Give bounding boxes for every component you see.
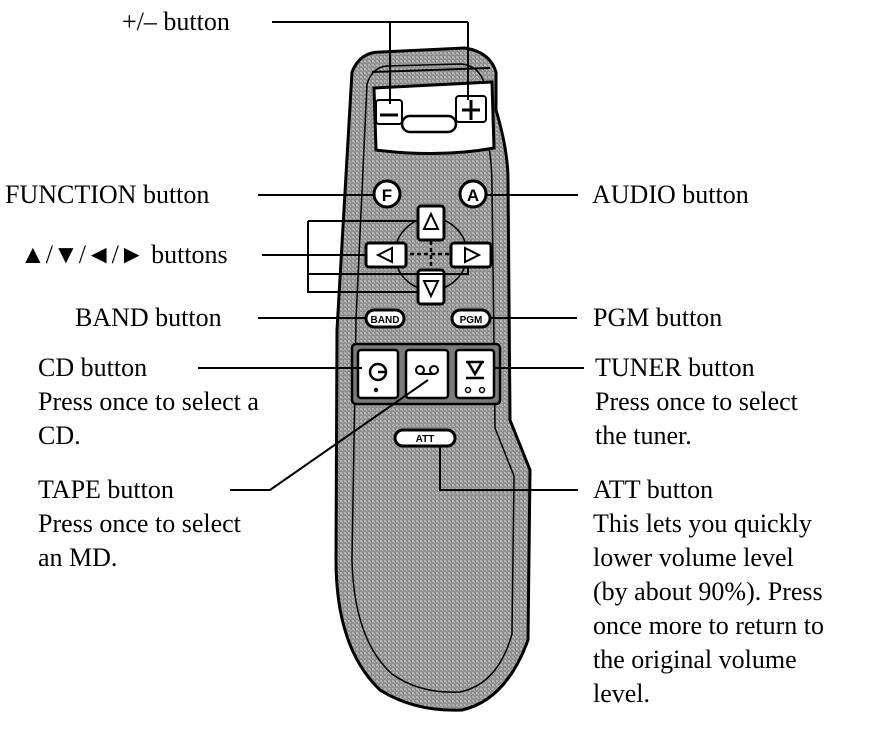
att-text: ATT <box>416 434 435 445</box>
right-arrow-icon <box>464 246 482 264</box>
down-button[interactable] <box>416 268 446 306</box>
label-arrows: ▲/▼/◄/► buttons <box>20 240 228 269</box>
tape-source-button[interactable] <box>404 348 450 400</box>
pgm-text: PGM <box>460 315 483 326</box>
label-cd-desc-1: Press once to select a <box>38 387 259 416</box>
dpad-crosshair <box>410 234 452 272</box>
label-function: FUNCTION button <box>5 180 210 209</box>
label-att-desc-2: lower volume level <box>593 543 794 572</box>
band-button[interactable]: BAND <box>364 308 406 329</box>
label-tape-title: TAPE button <box>38 475 174 504</box>
leader-arrows-right <box>308 266 469 275</box>
down-arrow-icon <box>422 280 440 299</box>
function-letter: F <box>382 186 392 205</box>
label-plus-minus: +/– button <box>122 7 230 36</box>
pgm-button[interactable]: PGM <box>450 308 492 329</box>
label-att-desc-1: This lets you quickly <box>593 509 812 538</box>
leader-lines <box>198 21 584 491</box>
label-pgm: PGM button <box>593 303 723 332</box>
label-tuner-title: TUNER button <box>595 353 755 382</box>
label-tuner-desc-1: Press once to select <box>595 387 798 416</box>
audio-button[interactable]: A <box>458 179 488 209</box>
right-button[interactable] <box>449 241 493 269</box>
left-arrow-icon <box>375 246 393 264</box>
label-att-desc-6: level. <box>593 679 651 708</box>
leader-arrows-bracket <box>307 220 418 293</box>
label-att-desc-3: (by about 90%). Press <box>593 577 823 606</box>
display-top-edge <box>371 67 491 73</box>
leader-tape <box>230 379 429 491</box>
label-tuner-desc-2: the tuner. <box>595 421 692 450</box>
label-tape-desc-2: an MD. <box>38 543 118 572</box>
label-att-title: ATT button <box>593 475 714 504</box>
cd-source-button[interactable] <box>356 348 400 400</box>
function-button[interactable]: F <box>372 179 402 209</box>
label-band: BAND button <box>75 303 222 332</box>
label-att-desc-5: the original volume <box>593 645 797 674</box>
label-audio: AUDIO button <box>592 180 749 209</box>
up-arrow-icon <box>422 211 440 230</box>
tuner-source-button[interactable] <box>454 348 496 400</box>
label-cd-title: CD button <box>38 353 148 382</box>
leader-att <box>439 446 578 491</box>
plus-minus-rocker[interactable] <box>375 95 487 134</box>
rocker-bar <box>400 114 458 134</box>
tuner-icon <box>466 360 484 380</box>
label-att-desc-4: once more to return to <box>593 611 825 640</box>
band-text: BAND <box>371 315 400 326</box>
label-tape-desc-1: Press once to select <box>38 509 241 538</box>
audio-letter: A <box>467 186 479 205</box>
label-cd-desc-2: CD. <box>38 421 81 450</box>
up-button[interactable] <box>416 204 446 242</box>
left-button[interactable] <box>364 241 408 269</box>
att-button[interactable]: ATT <box>393 428 457 448</box>
leader-plus-minus <box>272 21 469 104</box>
plus-icon <box>462 100 480 120</box>
